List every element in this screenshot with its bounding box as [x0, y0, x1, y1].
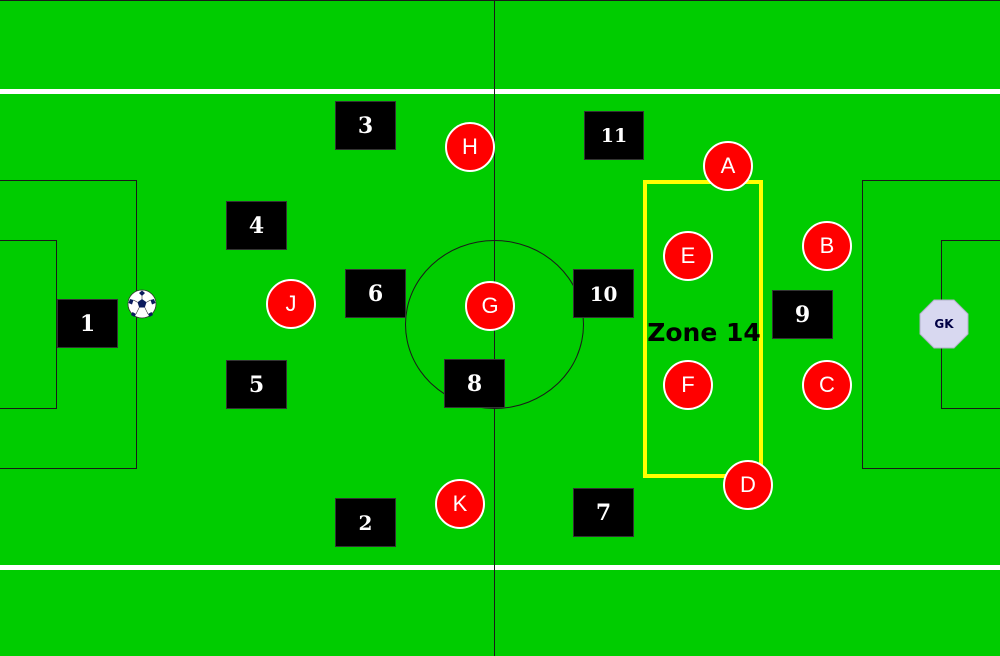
- player-7[interactable]: 7: [573, 488, 634, 537]
- opponent-C[interactable]: C: [802, 360, 852, 410]
- goalkeeper-marker[interactable]: [919, 299, 969, 349]
- opponent-B[interactable]: B: [802, 221, 852, 271]
- player-9[interactable]: 9: [772, 290, 833, 339]
- opponent-K[interactable]: K: [435, 479, 485, 529]
- player-3[interactable]: 3: [335, 101, 396, 150]
- bottom-touchline: [0, 565, 1000, 570]
- opponent-E[interactable]: E: [663, 231, 713, 281]
- player-1[interactable]: 1: [57, 299, 118, 348]
- opponent-J[interactable]: J: [266, 279, 316, 329]
- player-8[interactable]: 8: [444, 359, 505, 408]
- centre-circle: [405, 240, 584, 409]
- opponent-D[interactable]: D: [723, 460, 773, 510]
- goalkeeper-label: GK: [934, 317, 954, 331]
- zone-14-label: Zone 14: [647, 318, 761, 347]
- player-6[interactable]: 6: [345, 269, 406, 318]
- soccer-ball-icon[interactable]: [127, 289, 157, 319]
- player-2[interactable]: 2: [335, 498, 396, 547]
- left-penalty-area: [0, 180, 137, 469]
- player-10[interactable]: 10: [573, 269, 634, 318]
- top-border: [0, 0, 1000, 1]
- right-penalty-area: [862, 180, 1000, 469]
- zone-14-box: [643, 180, 763, 478]
- left-goal-area: [0, 240, 57, 409]
- opponent-F[interactable]: F: [663, 360, 713, 410]
- player-11[interactable]: 11: [584, 111, 644, 160]
- opponent-H[interactable]: H: [445, 122, 495, 172]
- player-4[interactable]: 4: [226, 201, 287, 250]
- top-touchline: [0, 89, 1000, 94]
- opponent-G[interactable]: G: [465, 281, 515, 331]
- player-5[interactable]: 5: [226, 360, 287, 409]
- opponent-A[interactable]: A: [703, 141, 753, 191]
